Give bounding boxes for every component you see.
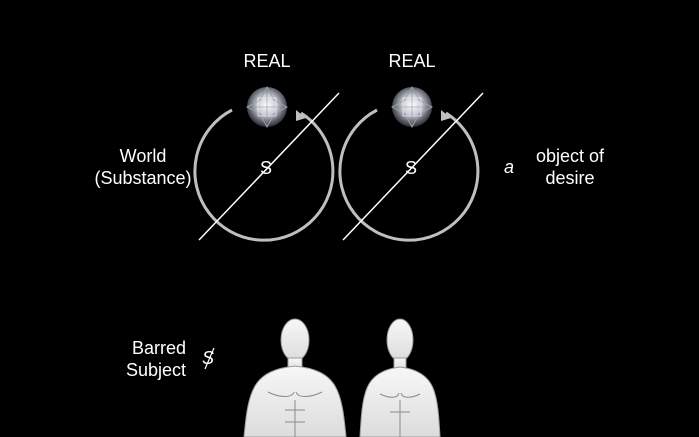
barred-label-line1: Barred xyxy=(131,338,186,358)
a-symbol: a xyxy=(504,157,515,177)
right-circle xyxy=(338,92,484,242)
diamond-icon xyxy=(245,85,289,129)
object-label-line2: desire xyxy=(545,168,595,188)
left-slash-line xyxy=(198,92,340,241)
barred-label-line2: Subject xyxy=(125,360,186,380)
object-of-desire-label: object of desire xyxy=(520,145,620,189)
barred-s-stroke xyxy=(204,347,215,370)
left-circle xyxy=(193,92,340,242)
human-figure-right xyxy=(359,318,441,437)
right-slash-line xyxy=(342,92,484,241)
real-label-left: REAL xyxy=(243,51,291,71)
world-label: World (Substance) xyxy=(88,145,198,189)
s-symbol-left: S xyxy=(260,158,273,178)
left-circle-arrowhead xyxy=(296,110,306,121)
barred-subject-label: Barred Subject xyxy=(114,337,186,381)
real-label-right: REAL xyxy=(388,51,436,71)
right-circle-arrowhead xyxy=(441,110,451,121)
barred-s-symbol: S xyxy=(202,345,218,371)
world-label-line1: World xyxy=(119,146,167,166)
diamond-icon xyxy=(390,85,434,129)
human-figure-left xyxy=(243,318,347,437)
s-symbol-right: S xyxy=(405,158,418,178)
barred-s-letter: S xyxy=(202,348,215,368)
object-label-line1: object of xyxy=(535,146,605,166)
world-label-line2: (Substance) xyxy=(94,168,192,188)
